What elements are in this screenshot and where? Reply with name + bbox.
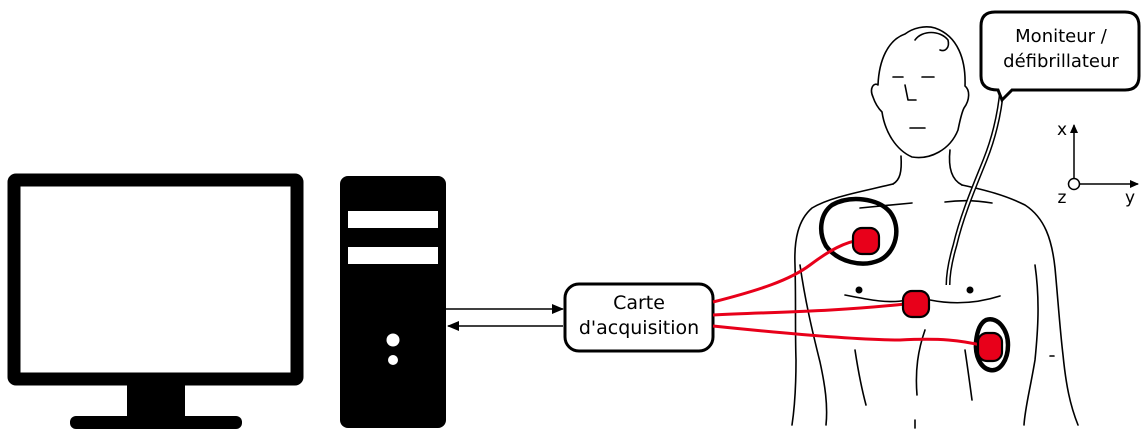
acquisition-label-line1: Carte: [613, 292, 665, 314]
coordinate-axes: x y z: [1057, 120, 1139, 208]
defibrillator-pad-right: [818, 196, 899, 266]
electrode-1: [851, 226, 881, 256]
axis-y-label: y: [1125, 188, 1135, 208]
monitor-defibrillator-box: Moniteur / défibrillateur: [979, 10, 1141, 103]
cable-to-electrode-3: [712, 324, 986, 348]
monitor-label-line1: Moniteur /: [1015, 26, 1108, 47]
monitor-label-line2: défibrillateur: [1003, 51, 1119, 72]
electrode-3: [976, 331, 1004, 363]
defibrillator-pad-left: [973, 317, 1011, 373]
electrode-2: [901, 289, 931, 319]
electrodes: [851, 226, 1004, 363]
acquisition-card-box: Carte d'acquisition: [563, 282, 715, 353]
computer-tower-icon: [340, 176, 446, 428]
cable-to-electrode-2: [712, 302, 906, 317]
acquisition-label-line2: d'acquisition: [579, 317, 699, 339]
patient-torso-illustration: [791, 26, 1079, 429]
cable-to-electrode-1: [712, 238, 861, 304]
axis-x-label: x: [1057, 120, 1067, 140]
electrode-cables: [712, 238, 986, 348]
monitor-screen-icon: [7, 173, 304, 429]
axis-z-label: z: [1058, 188, 1067, 208]
